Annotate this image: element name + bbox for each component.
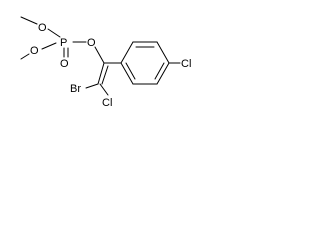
bond-o-ester-c1 <box>94 46 105 64</box>
atom-o-ester: O <box>87 37 96 49</box>
ring-inner-2 <box>154 62 165 80</box>
ring-bond-3 <box>156 41 170 64</box>
bond-o-upper-p <box>47 28 61 38</box>
atom-bromine: Br <box>70 83 81 95</box>
bonds <box>20 16 181 96</box>
ring-inner-3 <box>125 62 136 80</box>
atom-o-double: O <box>60 58 69 70</box>
atom-chlorine-vinyl: Cl <box>102 97 112 109</box>
ring-bond-1 <box>120 41 134 64</box>
atom-phosphorus: P <box>60 37 67 49</box>
structure-diagram: O O P O O Cl Br Cl <box>20 16 191 109</box>
bond-methyl-upper-o <box>20 16 38 25</box>
ring-bond-6 <box>120 62 134 85</box>
atom-o-methoxy-upper: O <box>38 22 47 34</box>
bond-methyl-lower-o <box>20 53 30 60</box>
atom-chlorine-aryl: Cl <box>181 58 191 70</box>
bond-o-lower-p <box>41 42 57 50</box>
bond-c2-cl <box>99 83 109 96</box>
bond-c1-c2-b <box>101 65 109 85</box>
atom-labels: O O P O O Cl Br Cl <box>30 22 191 109</box>
bond-c1-c2-a <box>97 62 105 85</box>
bond-c2-br <box>85 83 99 89</box>
ring-bond-4 <box>156 62 170 85</box>
atom-o-methoxy-lower: O <box>30 45 39 57</box>
